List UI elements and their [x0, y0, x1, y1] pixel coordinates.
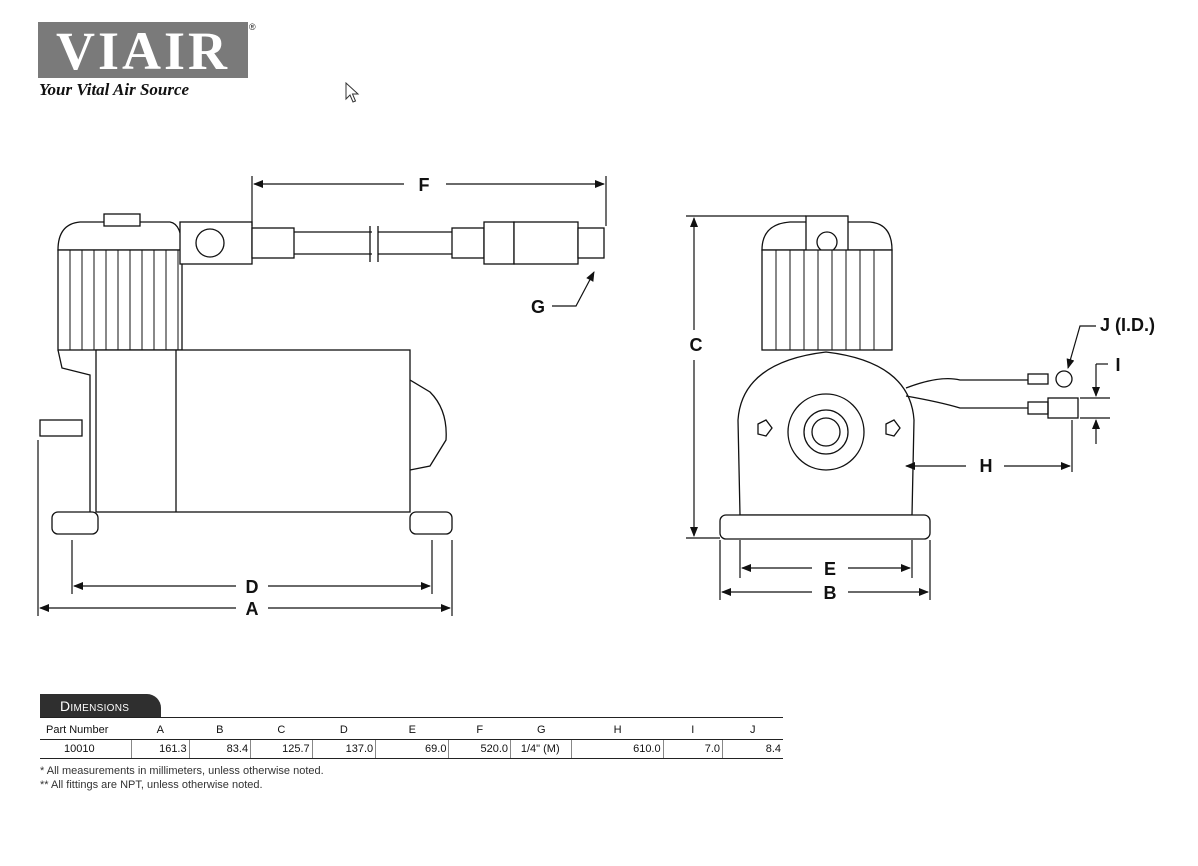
label-J: J (I.D.): [1100, 315, 1155, 335]
cell-h: 610.0: [571, 739, 664, 759]
col-i: I: [691, 724, 695, 736]
dimension-labels: F G D A C E B H I J (I.D.): [246, 175, 1156, 619]
table-row: 10010 161.3 83.4 125.7 137.0 69.0 520.0 …: [40, 739, 783, 759]
col-a: A: [156, 724, 164, 736]
note-fittings: ** All fittings are NPT, unless otherwis…: [40, 779, 263, 791]
label-C: C: [690, 335, 703, 355]
label-F: F: [419, 175, 430, 195]
col-d: D: [339, 724, 348, 736]
cell-i: 7.0: [662, 739, 723, 759]
label-G: G: [531, 297, 545, 317]
col-e: E: [408, 724, 416, 736]
logo-brand: VIAIR: [55, 21, 231, 81]
cell-b: 83.4: [188, 739, 251, 759]
cell-a: 161.3: [131, 739, 190, 759]
logo-tagline: Your Vital Air Source: [39, 80, 190, 99]
label-I: I: [1115, 355, 1120, 375]
col-j: J: [750, 724, 756, 736]
cell-c: 125.7: [250, 739, 313, 759]
note-measurements: * All measurements in millimeters, unles…: [40, 765, 324, 777]
dimension-notes: * All measurements in millimeters, unles…: [40, 764, 324, 792]
front-view: [719, 215, 1079, 540]
dimensions-rule: [40, 717, 783, 718]
col-c: C: [277, 724, 286, 736]
cell-f: 520.0: [448, 739, 511, 759]
col-g: G: [536, 724, 546, 736]
mouse-cursor-icon: [345, 82, 360, 103]
col-h: H: [613, 724, 622, 736]
compressor-drawing: F G D A C E B H I J (I.D.): [37, 175, 1156, 619]
viair-logo: VIAIR ® Your Vital Air Source: [38, 22, 258, 100]
label-A: A: [246, 599, 259, 619]
label-H: H: [980, 456, 993, 476]
cell-part-number: 10010: [40, 739, 132, 759]
cell-d: 137.0: [311, 739, 376, 759]
col-f: F: [476, 724, 484, 736]
dimensions-header: Dimensions: [40, 694, 161, 718]
logo-registered-mark: ®: [249, 22, 256, 32]
label-E: E: [824, 559, 836, 579]
side-view: [39, 213, 605, 535]
cell-e: 69.0: [375, 739, 449, 759]
cell-j: 8.4: [722, 739, 783, 759]
logo-box: VIAIR: [38, 22, 248, 78]
label-D: D: [246, 577, 259, 597]
dimensions-table: Part Number A B C D E F G H I J 10010 16…: [40, 721, 783, 759]
cell-g: 1/4" (M): [510, 739, 572, 759]
label-B: B: [824, 583, 837, 603]
dimension-lines: [37, 176, 1110, 616]
col-part-number: Part Number: [46, 724, 109, 736]
col-b: B: [216, 724, 224, 736]
table-header-row: Part Number A B C D E F G H I J: [40, 721, 783, 740]
